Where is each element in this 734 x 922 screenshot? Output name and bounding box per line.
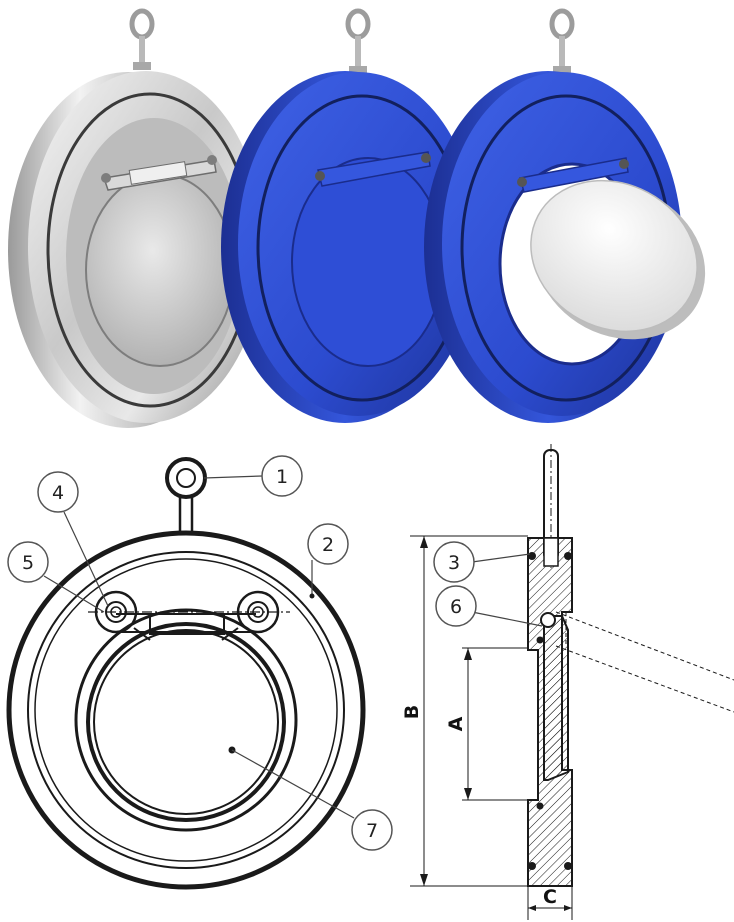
valve-render-blue-open bbox=[424, 8, 706, 423]
dimension-a: A bbox=[445, 647, 528, 801]
callout-4: 4 bbox=[37, 471, 109, 607]
callout-3: 3 bbox=[433, 541, 531, 583]
front-view-drawing bbox=[6, 457, 366, 890]
callout-label: 7 bbox=[366, 820, 378, 842]
callout-label: 1 bbox=[276, 466, 288, 488]
callout-5: 5 bbox=[7, 541, 105, 613]
valve-render-steel bbox=[8, 8, 264, 428]
dimension-b: B bbox=[401, 535, 528, 887]
dimension-c-label: C bbox=[543, 886, 557, 908]
section-view-drawing bbox=[527, 444, 734, 887]
dimension-b-label: B bbox=[401, 705, 423, 719]
callout-label: 5 bbox=[22, 552, 34, 574]
callout-7: 7 bbox=[231, 749, 393, 851]
callout-label: 3 bbox=[448, 552, 460, 574]
callout-label: 4 bbox=[52, 482, 64, 504]
dimension-c: C bbox=[527, 886, 573, 920]
eye-bolt-icon bbox=[129, 8, 155, 70]
callout-2: 2 bbox=[307, 523, 349, 599]
callout-label: 6 bbox=[450, 596, 462, 618]
callout-1: 1 bbox=[203, 455, 303, 497]
callout-label: 2 bbox=[322, 534, 334, 556]
eye-bolt-icon bbox=[549, 8, 575, 74]
valve-render-blue-closed bbox=[221, 8, 478, 423]
dimension-a-label: A bbox=[445, 716, 467, 731]
eye-bolt-icon bbox=[345, 8, 371, 74]
callout-6: 6 bbox=[435, 585, 543, 627]
